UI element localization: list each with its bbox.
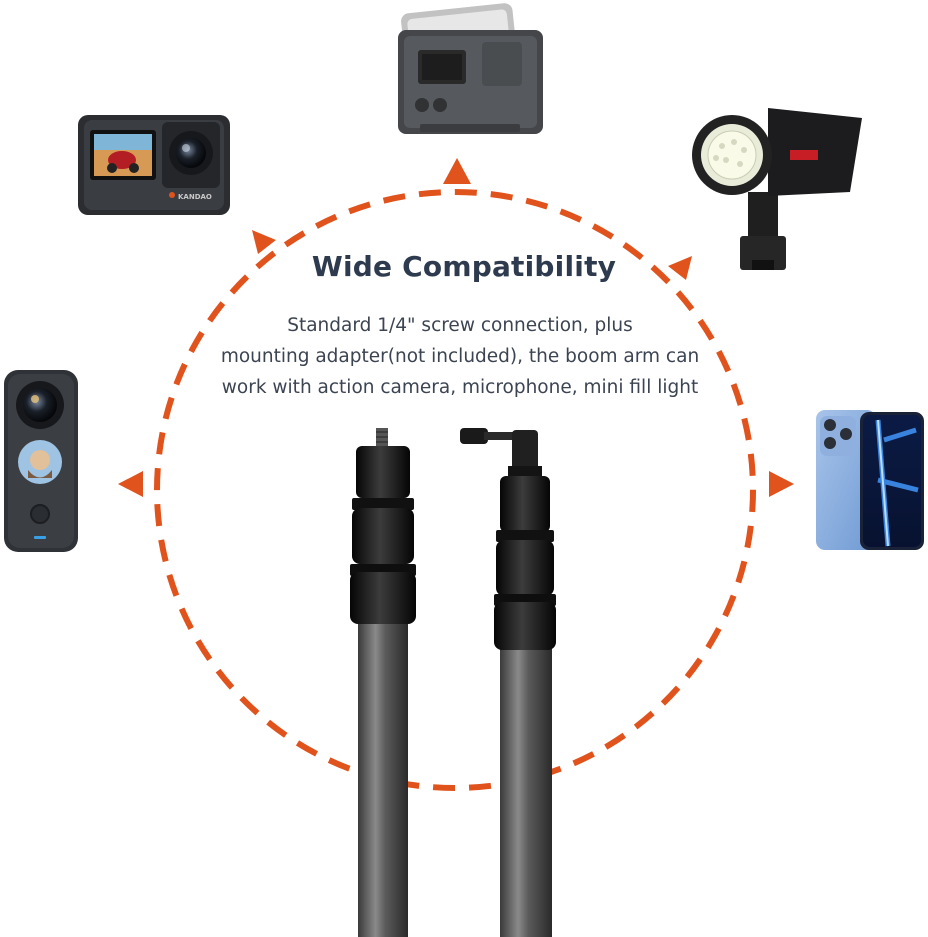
arrow-left-icon: [118, 471, 143, 497]
360-camera-icon: [4, 370, 78, 552]
boom-pole-left: [350, 428, 416, 937]
compatibility-description: Standard 1/4" screw connection, plus mou…: [140, 310, 780, 403]
description-line: Standard 1/4" screw connection, plus: [287, 315, 633, 336]
arrow-top-icon: [443, 158, 471, 184]
smartphone-icon: [816, 410, 924, 550]
page-title: Wide Compatibility: [311, 250, 617, 283]
dashed-orbit-circle: [154, 189, 756, 791]
arrow-upper-left-icon: [252, 230, 276, 254]
arrow-right-icon: [769, 471, 794, 497]
description-line: mounting adapter(not included), the boom…: [220, 346, 700, 367]
led-fill-light-icon: [398, 3, 543, 134]
arrow-upper-right-icon: [668, 256, 692, 280]
description-line: work with action camera, microphone, min…: [221, 377, 699, 398]
camera-brand-label: KANDAO: [178, 193, 212, 201]
boom-pole-right-with-mount: [460, 428, 556, 937]
action-camera-icon: [78, 115, 230, 215]
studio-spotlight-icon: [692, 108, 862, 270]
